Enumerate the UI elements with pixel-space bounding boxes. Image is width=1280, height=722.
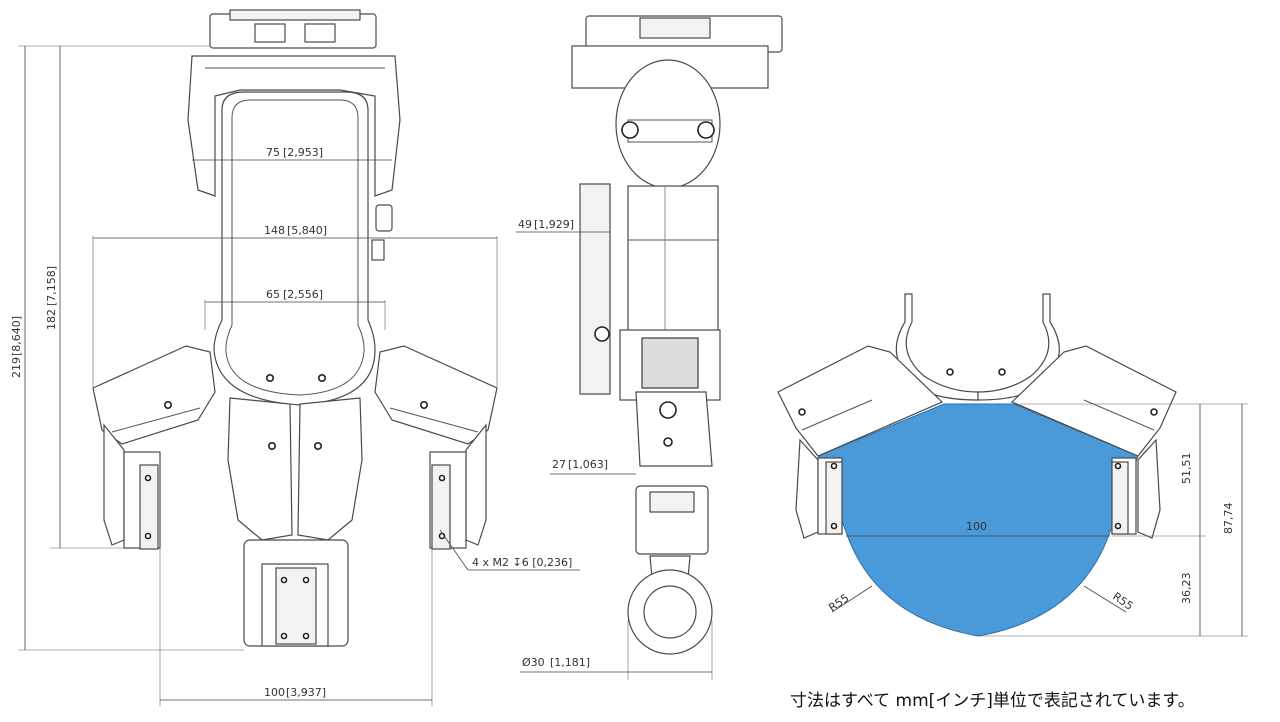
ws-dim-8774-value: 87,74 (1222, 503, 1235, 535)
dim-148-inch: [5,840] (287, 224, 327, 237)
workspace-view: 100 51,51 36,23 87,74 R55 R55 (777, 293, 1248, 637)
dim-49-inch: [1,929] (534, 218, 574, 231)
dim-diameter-inch: [1,181] (550, 656, 590, 669)
dim-27-inch: [1,063] (568, 458, 608, 471)
ws-radius-left: R55 (826, 591, 851, 614)
dim-219-value: 219 (10, 357, 23, 378)
front-view: 75 [2,953] 148 [5,840] 65 [2,556] 219 [8… (10, 9, 580, 706)
dim-65-value: 65 (266, 288, 280, 301)
dim-100-inch: [3,937] (286, 686, 326, 699)
ws-radius-right: R55 (1110, 590, 1135, 613)
ws-dim-3623-value: 36,23 (1180, 573, 1193, 605)
ws-dim-5151-value: 51,51 (1180, 453, 1193, 485)
dim-182-value: 182 (45, 309, 58, 330)
dim-75-inch: [2,953] (283, 146, 323, 159)
dim-49-value: 49 (518, 218, 532, 231)
grip-workspace-area (817, 403, 1139, 637)
dim-182-inch: [7,158] (45, 266, 58, 306)
dim-100-value: 100 (264, 686, 285, 699)
units-note: 寸法はすべて mm[インチ]単位で表記されています。 (790, 691, 1195, 711)
dim-148-value: 148 (264, 224, 285, 237)
dim-219-inch: [8,640] (10, 316, 23, 356)
ws-dim-100-value: 100 (966, 520, 987, 533)
dim-diameter-value: Ø30 (522, 656, 545, 669)
screw-callout: 4 x M2 ↧6 [0,236] (472, 556, 572, 569)
dim-75-value: 75 (266, 146, 280, 159)
dim-27-value: 27 (552, 458, 566, 471)
dim-65-inch: [2,556] (283, 288, 323, 301)
side-view: 49 [1,929] 27 [1,063] Ø30 [1,181] (516, 15, 783, 680)
